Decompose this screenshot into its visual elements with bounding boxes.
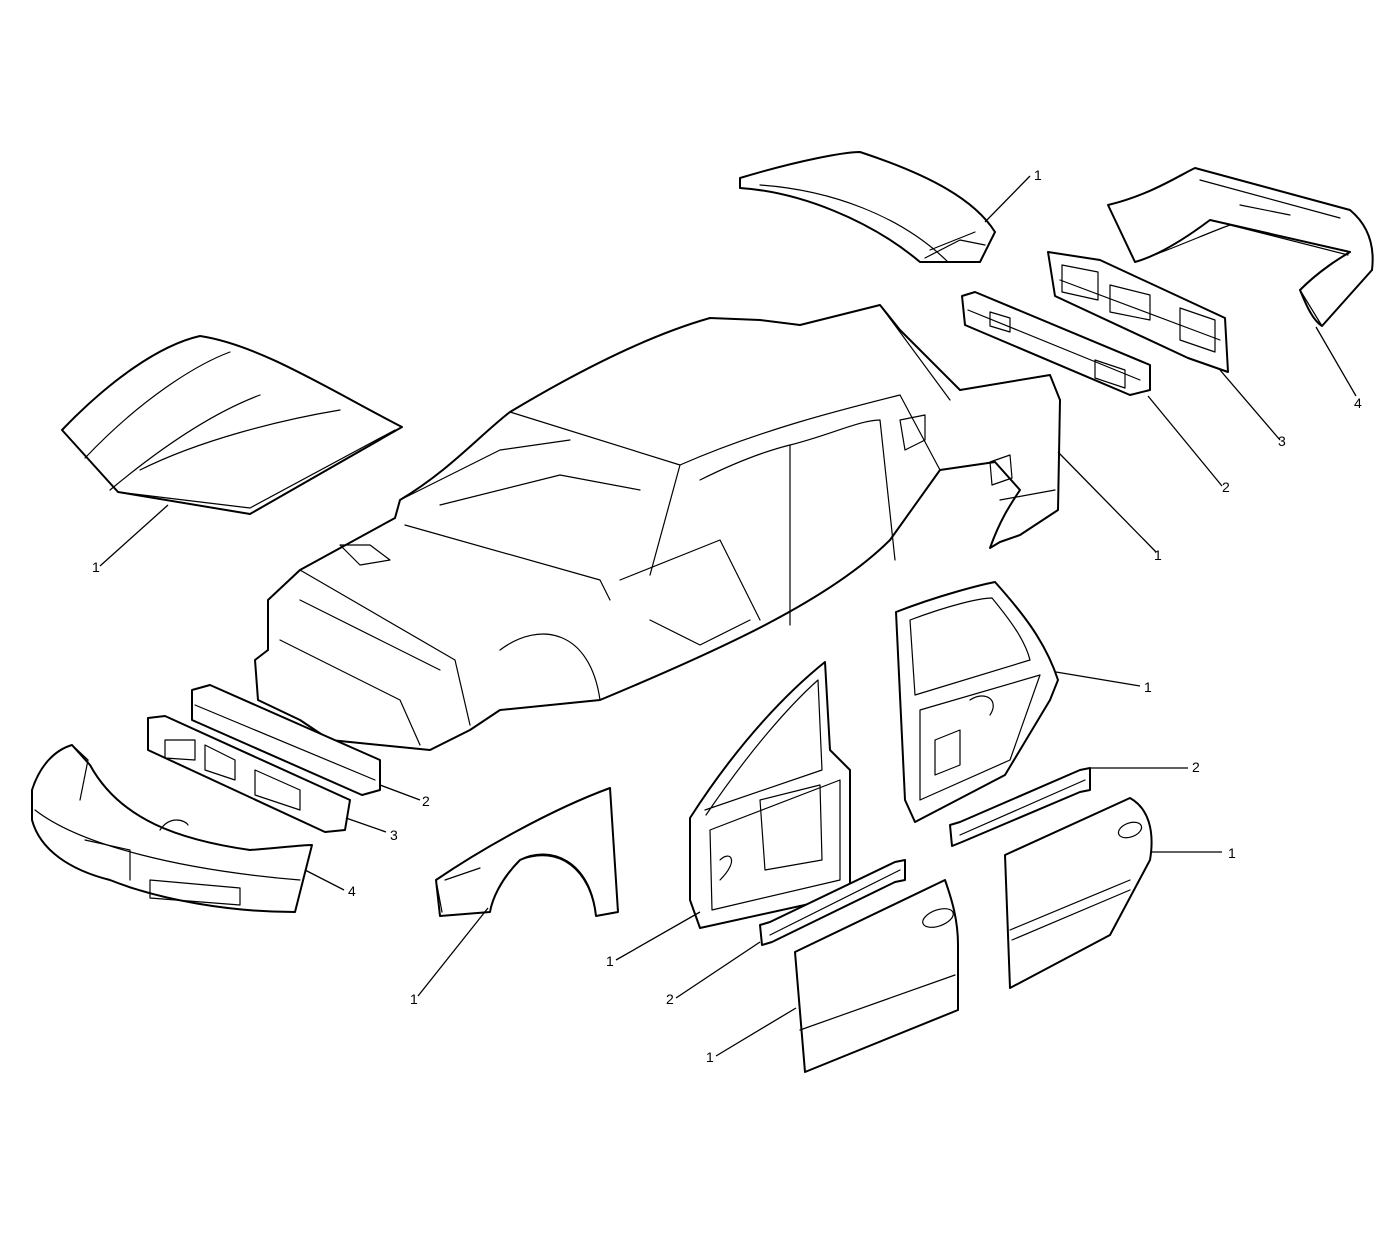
front-door-frame <box>689 661 851 929</box>
front-bumper-fascia <box>31 744 313 913</box>
callout-rear-door-outer-panel: 1 <box>1228 845 1236 861</box>
callout-front-door-frame: 1 <box>606 953 614 969</box>
callout-body-shell: 1 <box>1154 547 1162 563</box>
leader-front-bumper-fascia <box>304 869 345 891</box>
leader-front-impact-bar <box>379 784 421 801</box>
body-shell <box>254 304 1061 751</box>
leader-rear-door-frame <box>1055 671 1141 687</box>
leader-front-fender <box>417 907 489 997</box>
front-door-outer-panel <box>794 879 959 1073</box>
callout-rear-impact-bar: 2 <box>1222 479 1230 495</box>
callout-rear-door-beam: 2 <box>1192 759 1200 775</box>
rear-bumper-fascia <box>1107 167 1374 327</box>
leader-front-door-frame <box>615 911 701 961</box>
rear-door-beam <box>949 767 1091 847</box>
leader-front-energy-absorber <box>345 817 387 833</box>
leader-body-shell <box>1057 451 1157 553</box>
rear-energy-absorber <box>1047 251 1229 373</box>
callout-front-fender: 1 <box>410 991 418 1007</box>
front-impact-bar <box>191 684 381 796</box>
callout-rear-bumper-fascia: 4 <box>1354 395 1362 411</box>
leader-hood <box>99 504 169 567</box>
rear-impact-bar <box>961 291 1151 396</box>
leader-front-door-outer-panel <box>715 1007 797 1057</box>
front-energy-absorber <box>147 715 351 833</box>
callout-front-energy-absorber: 3 <box>390 827 398 843</box>
callout-trunk-lid: 1 <box>1034 167 1042 183</box>
rear-door-frame <box>895 581 1059 823</box>
leader-front-door-beam <box>675 941 761 999</box>
callout-front-bumper-fascia: 4 <box>348 883 356 899</box>
leader-rear-bumper-fascia <box>1315 326 1357 397</box>
leader-trunk-lid <box>984 175 1031 223</box>
callout-rear-door-frame: 1 <box>1144 679 1152 695</box>
callout-hood: 1 <box>92 559 100 575</box>
callout-labels: 1 1 4 3 2 1 1 2 1 2 3 4 1 1 2 1 <box>92 167 1362 1065</box>
rear-door-outer-panel <box>1004 797 1153 989</box>
leader-rear-impact-bar <box>1147 395 1223 487</box>
front-fender <box>435 787 619 917</box>
callout-front-door-beam: 2 <box>666 991 674 1007</box>
front-door-beam <box>759 859 906 946</box>
callout-rear-energy-absorber: 3 <box>1278 433 1286 449</box>
leader-lines <box>99 175 1357 1057</box>
callout-front-impact-bar: 2 <box>422 793 430 809</box>
trunk-lid <box>739 151 996 263</box>
leader-rear-energy-absorber <box>1219 369 1281 441</box>
callout-front-door-outer-panel: 1 <box>706 1049 714 1065</box>
hood <box>61 335 403 515</box>
